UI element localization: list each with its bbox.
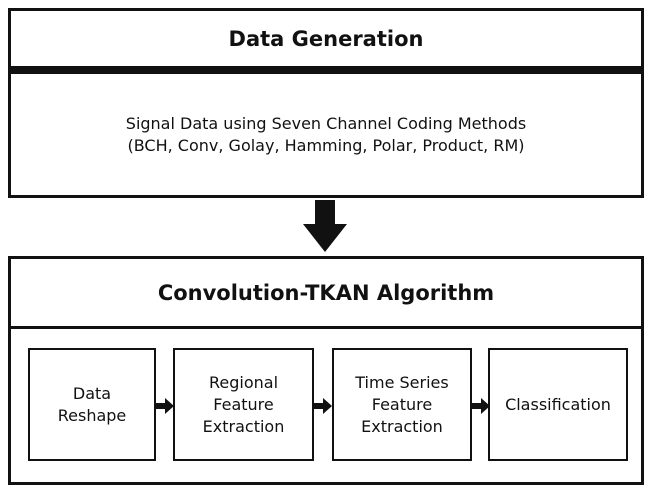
step-regional-feature-extraction: Regional Feature Extraction [173,348,314,461]
step-label-line: Regional [208,372,279,392]
step-label-line: Extraction [361,416,443,436]
description-line-1: Signal Data using Seven Channel Coding M… [125,113,527,133]
step-label-line: Feature [213,394,274,414]
step-label-line: Feature [371,394,433,414]
step-data-reshape: Data Reshape [28,348,156,461]
data-generation-box: Data Generation Signal Data using Seven … [8,8,644,198]
right-arrow-icon [314,398,332,414]
step-classification: Classification [488,348,628,461]
step-label-line: Reshape [57,405,127,425]
data-generation-description: Signal Data using Seven Channel Coding M… [11,74,641,195]
step-label-line: Classification [505,394,611,414]
algorithm-title: Convolution-TKAN Algorithm [11,259,641,329]
data-generation-title: Data Generation [11,11,641,74]
algorithm-box: Convolution-TKAN Algorithm Data Reshape … [8,256,644,485]
right-arrow-icon [156,398,174,414]
down-arrow-icon [303,200,347,252]
step-label-line: Extraction [202,416,285,436]
step-time-series-feature-extraction: Time Series Feature Extraction [332,348,472,461]
right-arrow-icon [472,398,490,414]
step-label-line: Data [72,383,112,403]
step-label-line: Time Series [355,372,449,392]
description-line-2: (BCH, Conv, Golay, Hamming, Polar, Produ… [127,135,525,155]
